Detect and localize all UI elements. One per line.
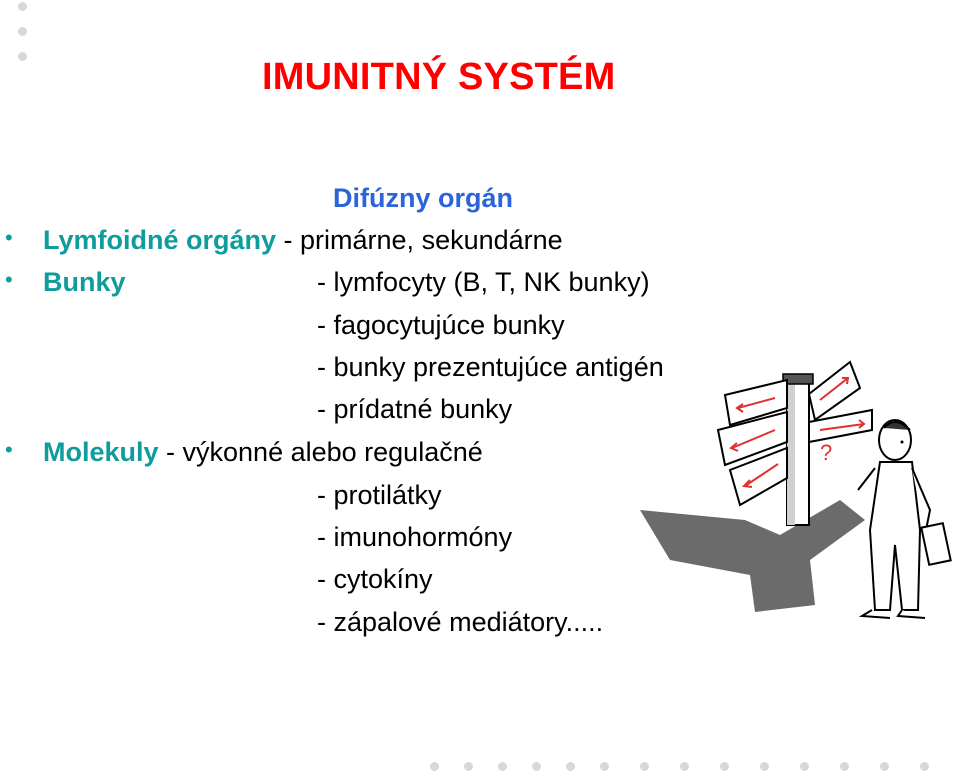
bunky-sub-item: - fagocytujúce bunky bbox=[317, 310, 565, 340]
item-text: - primárne, sekundárne bbox=[276, 225, 563, 255]
bullet: • bbox=[5, 437, 13, 462]
slide-title: IMUNITNÝ SYSTÉM bbox=[262, 56, 616, 98]
molekuly-sub-item: - protilátky bbox=[317, 480, 442, 510]
decorative-dots-bottom bbox=[0, 762, 960, 772]
bullet: • bbox=[5, 225, 13, 250]
molekuly-sub-item: - cytokíny bbox=[317, 564, 433, 594]
subtitle: Difúzny orgán bbox=[333, 183, 513, 213]
item-label: Bunky bbox=[43, 267, 126, 297]
bunky-sub-item: - prídatné bunky bbox=[317, 394, 513, 424]
item-label: Molekuly bbox=[43, 437, 159, 467]
list-item-lymfoidne: Lymfoidné orgány - primárne, sekundárne bbox=[43, 224, 563, 256]
item-label: Lymfoidné orgány bbox=[43, 225, 277, 255]
question-mark: ? bbox=[820, 440, 832, 465]
signpost-illustration: ? bbox=[640, 360, 952, 619]
item-text: - lymfocyty (B, T, NK bunky) bbox=[317, 267, 650, 297]
bullet: • bbox=[5, 267, 13, 292]
molekuly-sub-item: - zápalové mediátory..... bbox=[317, 607, 604, 637]
bunky-sub-item: - bunky prezentujúce antigén bbox=[317, 352, 664, 382]
molekuly-sub-item: - imunohormóny bbox=[317, 522, 513, 552]
list-item-molekuly: Molekuly - výkonné alebo regulačné bbox=[43, 436, 483, 468]
item-text: - výkonné alebo regulačné bbox=[158, 437, 483, 467]
